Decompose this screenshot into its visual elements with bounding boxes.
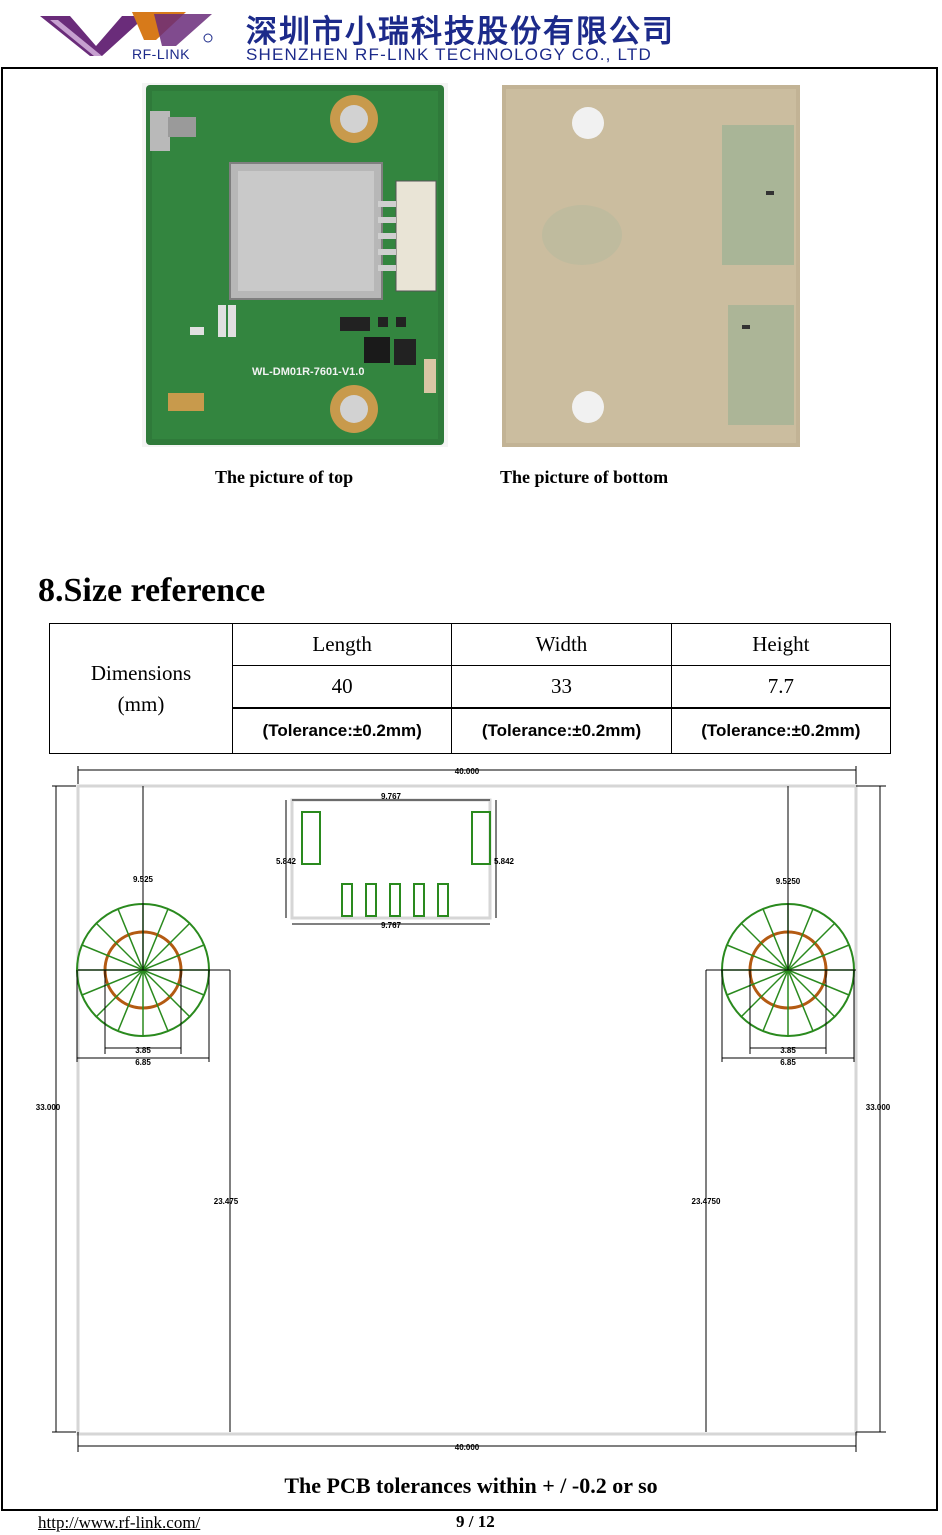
rf-link-logo xyxy=(40,12,213,56)
company-name-chinese: 深圳市小瑞科技股份有限公司 xyxy=(246,14,675,50)
caption-top-photo: The picture of top xyxy=(215,467,354,487)
header-width: Width xyxy=(451,623,672,666)
board-marking: WL-DM01R-7601-V1.0 xyxy=(252,366,364,378)
dimensions-table: Dimensions (mm) Length Width Height 40 3… xyxy=(49,623,892,754)
logo-text: RF-LINK xyxy=(132,46,190,62)
header-length: Length xyxy=(231,623,453,666)
dim-width-left: 33.000 xyxy=(36,1103,61,1112)
dim-connector-bottom: 9.767 xyxy=(381,921,402,930)
dim-length-top: 40.000 xyxy=(455,767,480,776)
dimensions-label: Dimensions xyxy=(90,661,192,686)
dim-width-right: 33.000 xyxy=(866,1103,891,1112)
page-frame xyxy=(1,67,938,1511)
pcb-bottom-photo xyxy=(502,85,800,447)
dim-connector-left: 5.842 xyxy=(276,857,297,866)
tolerance-height: (Tolerance:±0.2mm) xyxy=(670,707,892,754)
header-height: Height xyxy=(670,623,892,666)
dimensions-unit: (mm) xyxy=(117,691,165,716)
dim-hole-vertical-left: 23.475 xyxy=(214,1197,239,1206)
footer-website-link[interactable]: http://www.rf-link.com/ xyxy=(38,1513,201,1532)
dim-length-bottom: 40.000 xyxy=(455,1443,480,1452)
dim-hole-vertical-right: 23.4750 xyxy=(692,1197,721,1206)
caption-bottom-photo: The picture of bottom xyxy=(500,467,669,487)
dim-connector-right: 5.842 xyxy=(494,857,515,866)
value-height: 7.7 xyxy=(670,665,892,709)
pcb-tolerance-note: The PCB tolerances within + / -0.2 or so xyxy=(284,1473,658,1498)
company-name-english: SHENZHEN RF-LINK TECHNOLOGY CO., LTD xyxy=(246,45,652,64)
page-number: 9 / 12 xyxy=(456,1512,495,1531)
dim-hole-outer-left: 6.85 xyxy=(135,1058,151,1067)
dim-hole-inner-left: 3.85 xyxy=(135,1046,151,1055)
section-heading: 8.Size reference xyxy=(38,572,266,609)
dim-hole-offset-left: 9.525 xyxy=(133,875,154,884)
dim-hole-outer-right: 6.85 xyxy=(780,1058,796,1067)
dimensions-label-cell: Dimensions (mm) xyxy=(49,623,233,754)
tolerance-length: (Tolerance:±0.2mm) xyxy=(231,707,453,754)
dim-connector-top: 9.767 xyxy=(381,792,402,801)
dim-hole-offset-right: 9.5250 xyxy=(776,877,801,886)
value-width: 33 xyxy=(451,665,672,709)
mechanical-drawing: 40.000 40.000 33.000 33.000 9.767 9.767 … xyxy=(36,766,891,1452)
dim-hole-inner-right: 3.85 xyxy=(780,1046,796,1055)
value-length: 40 xyxy=(231,665,453,709)
pcb-top-photo: WL-DM01R-7601-V1.0 xyxy=(142,83,448,447)
page-header: RF-LINK 深圳市小瑞科技股份有限公司 SHENZHEN RF-LINK T… xyxy=(0,0,942,66)
tolerance-width: (Tolerance:±0.2mm) xyxy=(451,707,672,754)
